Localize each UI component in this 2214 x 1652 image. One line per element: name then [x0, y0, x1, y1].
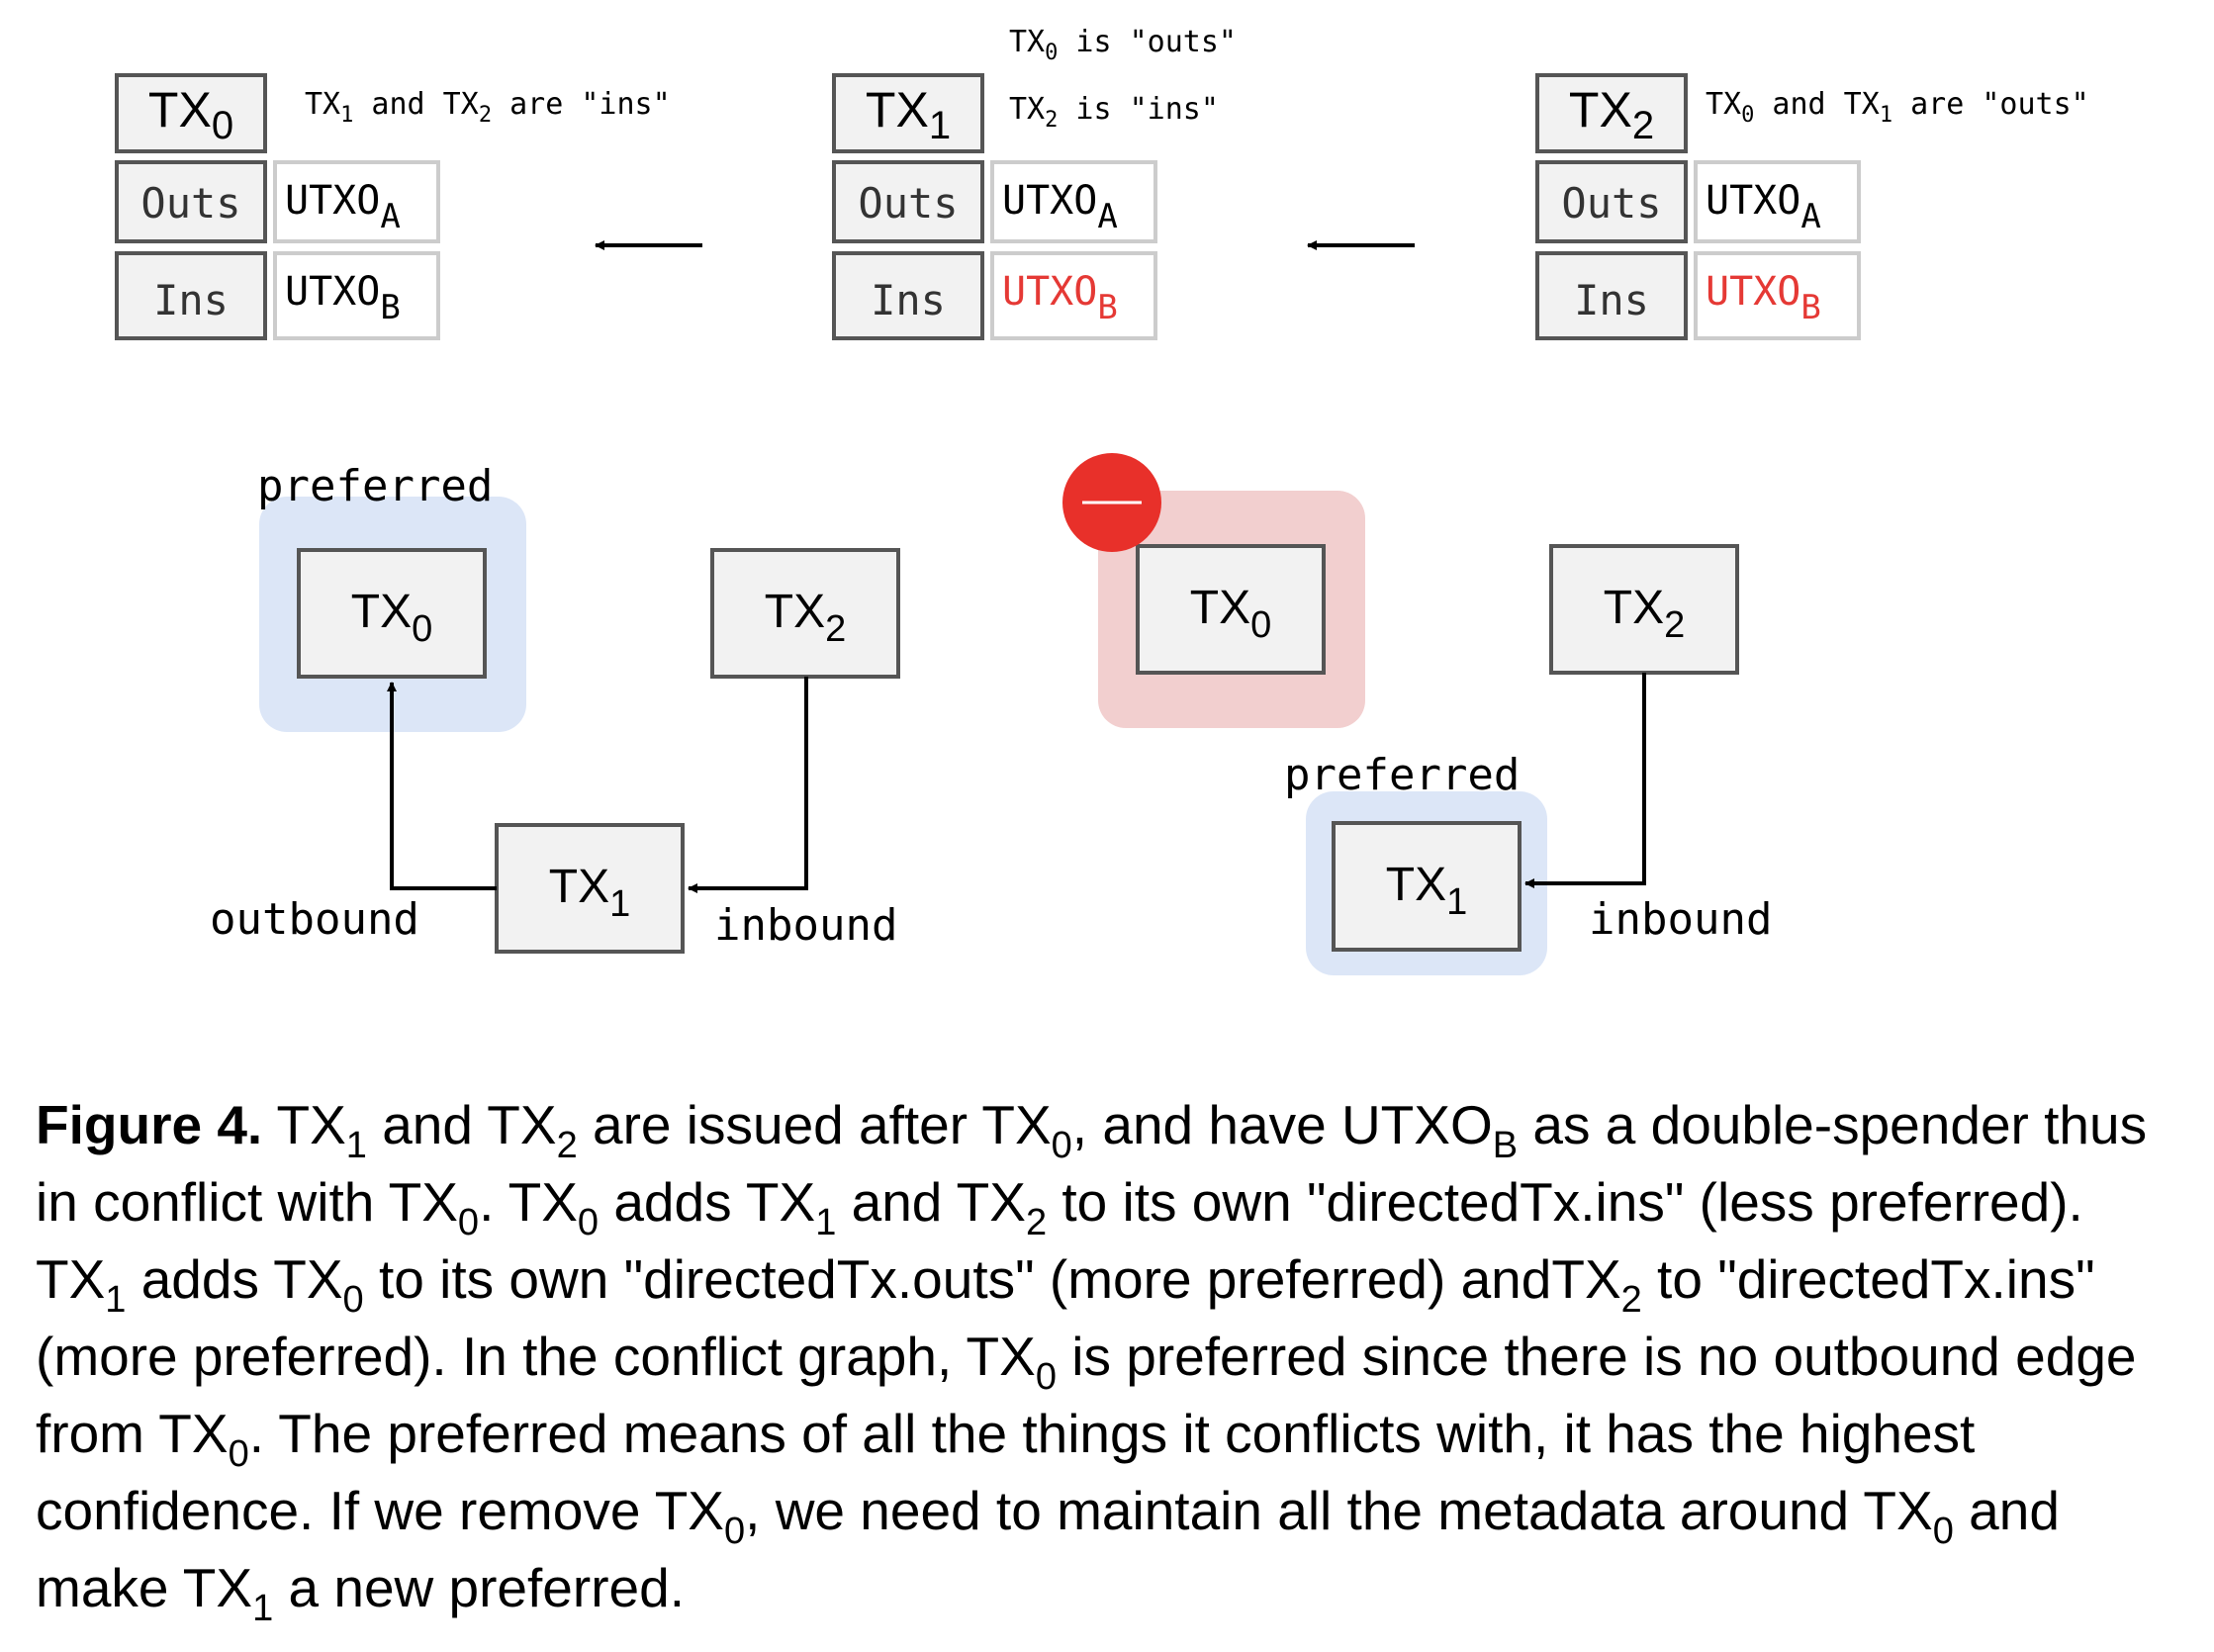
ins-label-box — [832, 251, 984, 340]
caption-subscript: 0 — [457, 1202, 480, 1243]
caption-lead: Figure 4. — [36, 1094, 263, 1155]
node-r_tx1-label: TX1 — [1386, 859, 1467, 923]
outs-label: Outs — [1561, 179, 1661, 228]
outs-value-box — [273, 160, 440, 243]
left-preferred-label: preferred — [257, 461, 493, 511]
node-r_tx2-label: TX2 — [1604, 582, 1685, 646]
right-preferred-label: preferred — [1284, 750, 1520, 800]
caption-subscript: 1 — [105, 1279, 127, 1321]
node-l_tx1-box — [495, 823, 685, 954]
table-header-box — [832, 73, 984, 153]
left-inbound-edge — [688, 677, 808, 893]
ins-value-box — [1694, 251, 1861, 340]
node-r_tx0-box — [1136, 544, 1326, 675]
left-outbound-label: outbound — [210, 894, 419, 945]
table-header-label: TX1 — [866, 82, 951, 147]
table-1-note-ins: TX2 is "ins" — [1009, 92, 1219, 133]
ins-label: Ins — [1574, 276, 1649, 324]
outs-label-box — [1535, 160, 1688, 243]
caption-subscript: 0 — [577, 1202, 600, 1243]
caption-subscript: 0 — [1932, 1511, 1954, 1552]
ins-label-box — [115, 251, 267, 340]
figure-caption: Figure 4. TX1 and TX2 are issued after T… — [36, 1094, 2148, 1629]
outs-value-box — [990, 160, 1157, 243]
outs-value: UTXOA — [1706, 178, 1821, 236]
left-inbound-label: inbound — [714, 900, 897, 951]
caption-subscript: 0 — [724, 1511, 746, 1552]
ins-value-box — [990, 251, 1157, 340]
ins-value: UTXOB — [285, 269, 401, 327]
outs-label-box — [115, 160, 267, 243]
caption-subscript: 2 — [556, 1125, 578, 1166]
caption-subscript: 0 — [1035, 1356, 1057, 1398]
table-0-note: TX1 and TX2 are "ins" — [305, 87, 671, 128]
node-r_tx0-label: TX0 — [1190, 582, 1271, 646]
right-inbound-label: inbound — [1589, 894, 1772, 945]
table-header-label: TX2 — [1569, 82, 1654, 147]
node-l_tx1-label: TX1 — [549, 861, 630, 925]
outs-label: Outs — [858, 179, 958, 228]
node-l_tx0-label: TX0 — [351, 586, 432, 650]
ins-label: Ins — [153, 276, 229, 324]
caption-subscript: 1 — [345, 1125, 367, 1166]
node-l_tx0-box — [297, 548, 487, 679]
table-header-box — [115, 73, 267, 153]
ins-value: UTXOB — [1706, 269, 1821, 327]
table-1-note-outs: TX0 is "outs" — [1009, 25, 1237, 65]
ins-label: Ins — [871, 276, 946, 324]
table-header-label: TX0 — [148, 82, 233, 147]
outs-value-box — [1694, 160, 1861, 243]
ins-label-box — [1535, 251, 1688, 340]
table-2-note: TX0 and TX1 are "outs" — [1706, 87, 2089, 128]
outs-label-box — [832, 160, 984, 243]
caption-subscript: 0 — [1051, 1125, 1072, 1166]
ins-value-box — [273, 251, 440, 340]
ins-value: UTXOB — [1002, 269, 1118, 327]
caption-subscript: 1 — [252, 1588, 274, 1629]
right-inbound-edge — [1524, 673, 1646, 888]
left-outbound-edge — [387, 682, 497, 890]
node-l_tx2-label: TX2 — [765, 586, 846, 650]
caption-subscript: 0 — [342, 1279, 364, 1321]
outs-value: UTXOA — [1002, 178, 1118, 236]
caption-subscript: B — [1492, 1125, 1519, 1166]
caption-subscript: 2 — [1620, 1279, 1642, 1321]
outs-value: UTXOA — [285, 178, 401, 236]
caption-subscript: 0 — [228, 1433, 249, 1475]
table-header-box — [1535, 73, 1688, 153]
caption-subscript: 2 — [1025, 1202, 1048, 1243]
node-r_tx1-box — [1332, 821, 1522, 952]
caption-subscript: 1 — [815, 1202, 837, 1243]
outs-label: Outs — [140, 179, 240, 228]
